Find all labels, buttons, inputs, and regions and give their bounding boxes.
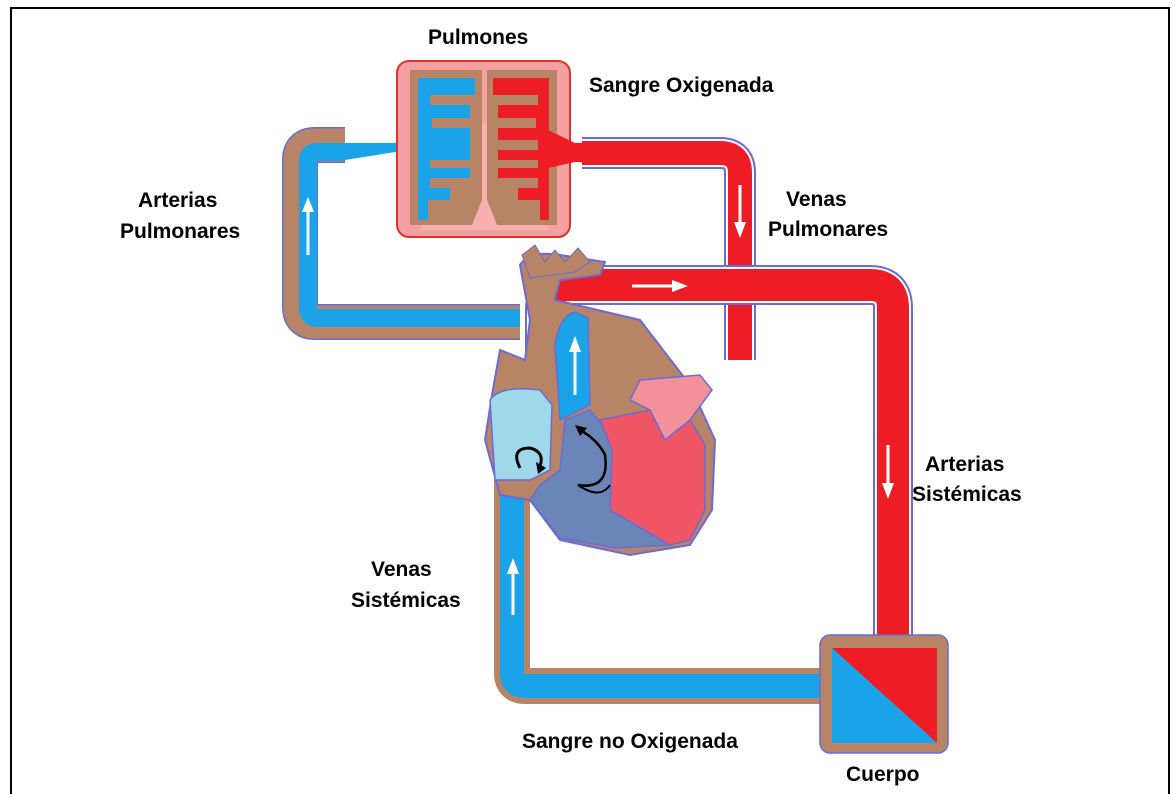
label-pulmonary-arteries-line1: Arterias	[138, 189, 217, 213]
label-body: Cuerpo	[846, 763, 920, 787]
label-systemic-arteries-line1: Arterias	[925, 453, 1004, 477]
body-box	[820, 635, 948, 753]
label-pulmonary-veins-line1: Venas	[786, 188, 847, 212]
label-deoxygenated-blood: Sangre no Oxigenada	[522, 730, 738, 754]
label-systemic-veins-line2: Sistémicas	[351, 589, 461, 613]
label-systemic-arteries-line2: Sistémicas	[912, 483, 1022, 507]
right-lung	[487, 70, 557, 225]
label-systemic-veins-line1: Venas	[371, 558, 432, 582]
label-pulmonary-veins-line2: Pulmonares	[768, 218, 888, 242]
label-oxygenated-blood: Sangre Oxigenada	[589, 74, 773, 98]
label-lungs: Pulmones	[428, 26, 528, 50]
label-pulmonary-arteries-line2: Pulmonares	[120, 220, 240, 244]
pulmonary-trunk	[555, 312, 590, 420]
lungs	[397, 61, 570, 237]
left-lung	[410, 70, 482, 225]
